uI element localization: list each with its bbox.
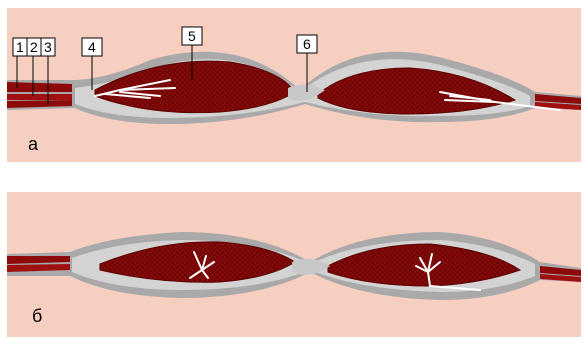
callout-label-6: 6 bbox=[303, 36, 311, 52]
panel-b: б bbox=[7, 192, 581, 337]
callout-label-3: 3 bbox=[44, 39, 52, 55]
callout-label-4: 4 bbox=[88, 39, 96, 55]
callout-label-5: 5 bbox=[188, 28, 196, 44]
panel-b-label: б bbox=[32, 306, 42, 326]
callout-label-2: 2 bbox=[30, 39, 38, 55]
callout-label-1: 1 bbox=[16, 39, 24, 55]
panel-a: 1 2 3 4 5 6 а bbox=[7, 8, 581, 162]
panel-a-label: а bbox=[28, 134, 39, 154]
